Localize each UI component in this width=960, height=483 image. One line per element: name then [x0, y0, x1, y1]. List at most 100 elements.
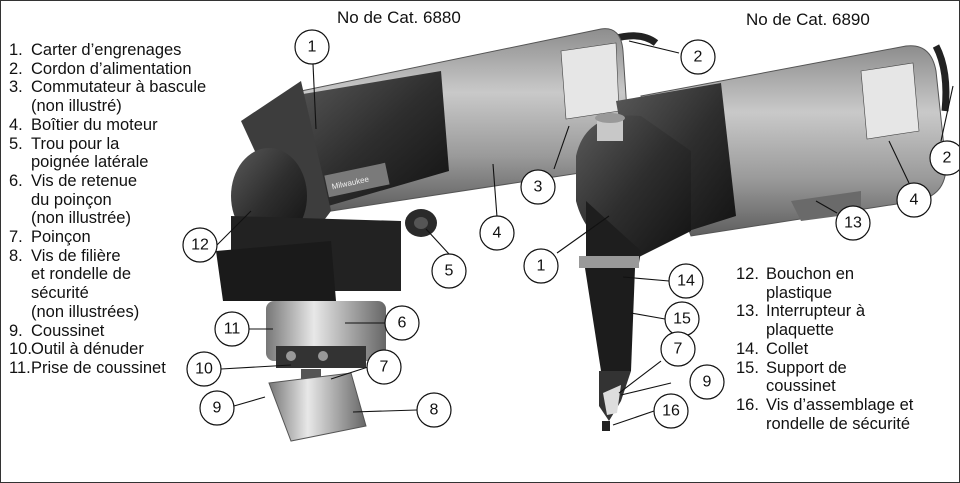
- legend-number: 15.: [736, 358, 759, 377]
- legend-number: 2.: [9, 59, 23, 78]
- catalog-number-6880: No de Cat. 6880: [337, 8, 461, 27]
- legend-text: Trou pour la: [31, 134, 120, 153]
- callout-4: 4: [479, 215, 515, 251]
- svg-text:16: 16: [662, 403, 680, 420]
- legend-text-continuation: plaquette: [766, 321, 834, 340]
- svg-text:8: 8: [430, 402, 439, 419]
- legend-text-continuation: coussinet: [766, 377, 836, 396]
- legend-text: Cordon d’alimentation: [31, 59, 192, 78]
- legend-number: 1.: [9, 41, 23, 59]
- svg-text:15: 15: [673, 311, 691, 328]
- svg-text:14: 14: [677, 273, 695, 290]
- legend-number: 14.: [736, 339, 759, 358]
- legend-text: Support de: [766, 358, 847, 377]
- legend-item: 14. Collet: [736, 339, 959, 359]
- legend-text: Outil à dénuder: [31, 340, 144, 359]
- callout-14: 14: [668, 263, 704, 299]
- legend-text: Boîtier du moteur: [31, 115, 158, 134]
- svg-text:4: 4: [910, 192, 919, 209]
- svg-text:13: 13: [844, 215, 862, 232]
- legend-text: Commutateur à bascule: [31, 78, 207, 97]
- callout-8: 8: [416, 392, 452, 428]
- callout-9: 9: [199, 390, 235, 426]
- legend-text: Vis d’assemblage et: [766, 395, 914, 414]
- nibbler-6880: Milwaukee: [216, 28, 659, 442]
- svg-text:4: 4: [493, 225, 502, 242]
- svg-text:9: 9: [213, 400, 222, 417]
- legend-item: 1. Carter d’engrenages: [9, 41, 294, 60]
- callout-9b: 9: [689, 364, 725, 400]
- callout-12: 12: [182, 227, 218, 263]
- legend-text: Interrupteur à: [766, 302, 866, 321]
- legend-item: 11.Prise de coussinet: [9, 359, 294, 378]
- legend-item: 9.Coussinet: [9, 322, 294, 341]
- legend-text-continuation: (non illustrées): [31, 302, 140, 321]
- legend-number: 10.: [9, 340, 32, 359]
- legend-text: Prise de coussinet: [31, 358, 166, 377]
- callout-1b: 1: [523, 248, 559, 284]
- callout-7b: 7: [660, 331, 696, 367]
- legend-text-continuation: et rondelle de: [31, 265, 131, 284]
- legend-text-continuation: poignée latérale: [31, 153, 149, 172]
- callout-10: 10: [186, 351, 222, 387]
- legend-text-continuation: sécurité: [31, 284, 89, 303]
- legend-text-continuation: (non illustrée): [31, 209, 131, 228]
- legend-text-continuation: rondelle de sécurité: [766, 414, 911, 433]
- legend-number: 11.: [9, 358, 31, 377]
- callout-4b: 4: [896, 182, 932, 218]
- svg-text:11: 11: [224, 321, 241, 338]
- legend-number: 12.: [736, 265, 759, 283]
- legend-text: Poinçon: [31, 228, 91, 247]
- legend-item: 7.Poinçon: [9, 228, 294, 247]
- legend-text: Carter d’engrenages: [31, 41, 182, 59]
- svg-text:5: 5: [445, 263, 454, 280]
- legend-text: Bouchon en: [766, 265, 855, 283]
- legend-text: Vis de retenue: [31, 171, 138, 190]
- callout-circles: 1 2 3 4 5 6 7 8 9 10 11 12 1 2 4 13 14 1…: [182, 29, 959, 429]
- leader-lines: [216, 40, 954, 426]
- callout-2b: 2: [929, 140, 959, 176]
- callout-2: 2: [680, 39, 716, 75]
- legend-number: 8.: [9, 246, 23, 265]
- callout-3: 3: [520, 169, 556, 205]
- legend-text: Collet: [766, 339, 809, 358]
- svg-text:9: 9: [703, 374, 712, 391]
- nibbler-6890: [576, 44, 950, 431]
- svg-text:2: 2: [943, 150, 952, 167]
- svg-text:6: 6: [398, 315, 407, 332]
- legend-item: 4. Boîtier du moteur: [9, 116, 294, 135]
- svg-text:1: 1: [308, 39, 317, 56]
- legend-text-continuation: (non illustré): [31, 97, 122, 116]
- callout-16: 16: [653, 393, 689, 429]
- callout-7: 7: [366, 349, 402, 385]
- svg-text:1: 1: [537, 258, 546, 275]
- legend-number: 13.: [736, 302, 759, 321]
- legend-number: 5.: [9, 134, 23, 153]
- legend-text-continuation: plastique: [766, 283, 833, 302]
- legend-item: 3.Commutateur à bascule(non illustré): [9, 78, 294, 115]
- catalog-number-6890: No de Cat. 6890: [746, 10, 870, 29]
- svg-text:2: 2: [694, 49, 703, 66]
- callout-5: 5: [431, 253, 467, 289]
- callout-6: 6: [384, 305, 420, 341]
- milwaukee-logo: [324, 162, 390, 198]
- legend-left: 1. Carter d’engrenages 2. Cordon d’alimenta…: [9, 41, 294, 378]
- callout-11: 11: [214, 311, 250, 347]
- svg-text:12: 12: [191, 237, 209, 254]
- legend-number: 9.: [9, 321, 23, 340]
- legend-number: 4.: [9, 115, 23, 134]
- callout-13: 13: [835, 205, 871, 241]
- legend-number: 6.: [9, 171, 23, 190]
- legend-item: 2. Cordon d’alimentation: [9, 60, 294, 79]
- legend-item: 10.Outil à dénuder: [9, 340, 294, 359]
